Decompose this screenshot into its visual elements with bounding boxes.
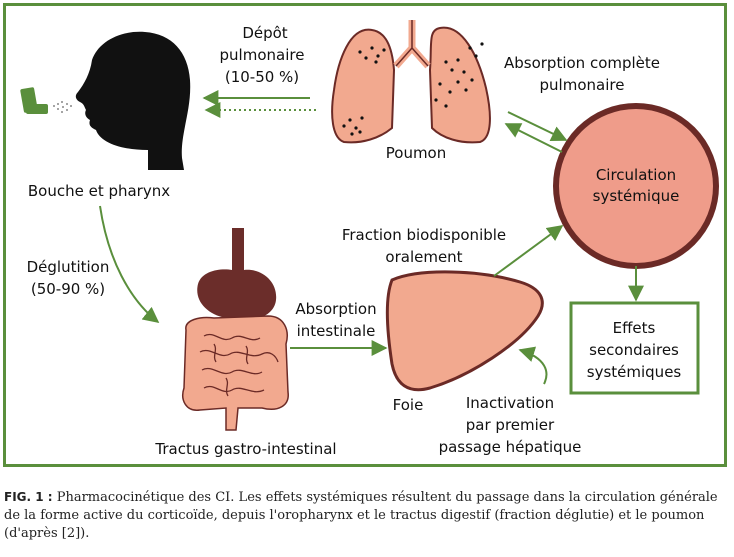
label-inactivation-1: Inactivation	[466, 394, 554, 412]
label-deglutition-1: Déglutition	[27, 258, 110, 276]
label-depot-2: pulmonaire	[220, 46, 305, 64]
caption-label: FIG. 1 :	[4, 490, 53, 504]
arrow-first-pass-inactivation	[518, 346, 548, 385]
label-deglutition-2: (50-90 %)	[31, 280, 105, 298]
liver-icon	[385, 270, 544, 392]
label-circulation-1: Circulation	[596, 166, 676, 184]
label-absorption-int-2: intestinale	[297, 322, 376, 340]
label-effets-3: systémiques	[587, 363, 682, 381]
inhaler-icon	[20, 87, 72, 114]
label-tractus: Tractus gastro-intestinal	[154, 440, 336, 458]
digestive-tract-icon	[182, 228, 289, 431]
label-circulation-2: systémique	[593, 187, 680, 205]
label-poumon: Poumon	[386, 144, 447, 162]
caption-text: Pharmacocinétique des CI. Les effets sys…	[4, 490, 718, 541]
label-depot-1: Dépôt	[242, 24, 287, 42]
diagram-canvas: Dépôt pulmonaire (10-50 %) Absorption co…	[20, 20, 719, 458]
figure-caption: FIG. 1 : Pharmacocinétique des CI. Les e…	[4, 488, 728, 543]
label-absorption-int-1: Absorption	[295, 300, 376, 318]
label-depot-3: (10-50 %)	[225, 68, 299, 86]
arrow-circulation-to-lung	[504, 123, 563, 153]
label-bouche: Bouche et pharynx	[28, 182, 170, 200]
label-fraction-1: Fraction biodisponible	[342, 226, 506, 244]
label-foie: Foie	[393, 396, 424, 414]
head-silhouette	[75, 31, 191, 170]
label-effets-1: Effets	[613, 319, 656, 337]
side-effects-box	[569, 301, 700, 395]
label-inactivation-3: passage hépatique	[439, 438, 582, 456]
arrow-deglutition	[99, 205, 160, 323]
arrow-lung-to-circulation	[507, 111, 568, 141]
lungs-icon	[331, 20, 491, 144]
label-inactivation-2: par premier	[466, 416, 555, 434]
label-absorption-pulm-2: pulmonaire	[540, 76, 625, 94]
label-absorption-pulm-1: Absorption complète	[504, 54, 660, 72]
label-fraction-2: oralement	[385, 248, 462, 266]
label-effets-2: secondaires	[589, 341, 679, 359]
circulation-circle	[553, 103, 719, 269]
arrow-liver-to-circulation	[493, 225, 564, 277]
